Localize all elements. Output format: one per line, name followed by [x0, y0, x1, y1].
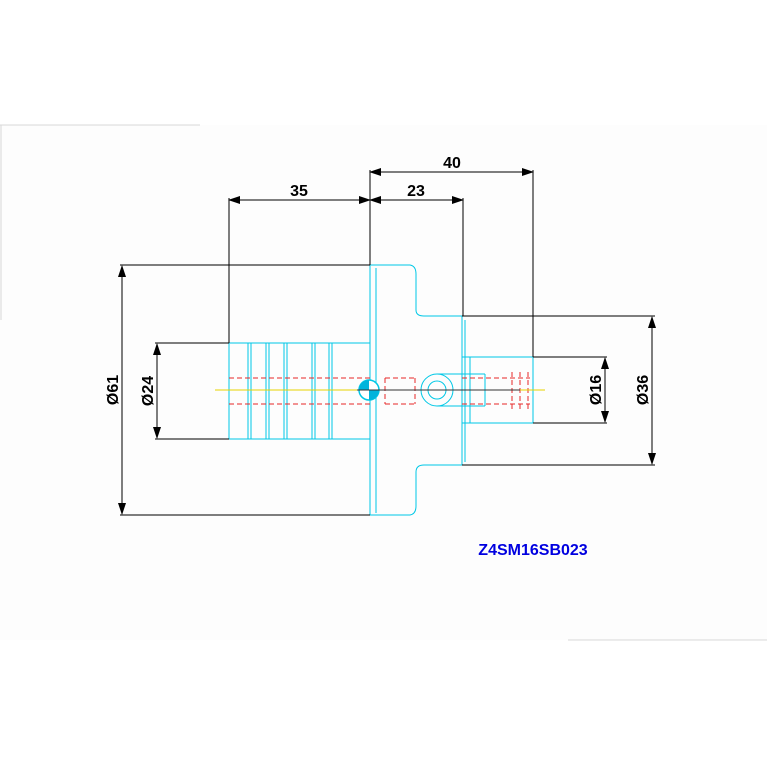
dim-35-label: 35 — [290, 183, 308, 200]
flange — [369, 264, 462, 516]
part-number-label: Z4SM16SB023 — [478, 542, 587, 559]
dim-40-label: 40 — [443, 155, 461, 172]
dim-dia24-label: Ø24 — [140, 376, 157, 406]
drawing-sheet — [0, 125, 767, 640]
dim-dia61-label: Ø61 — [105, 375, 122, 405]
dim-23-label: 23 — [407, 183, 425, 200]
hidden-bore-lines — [229, 372, 530, 410]
dimension-lines — [118, 168, 656, 516]
shank-grooves — [247, 343, 333, 439]
dim-dia36-label: Ø36 — [635, 375, 652, 405]
reference-point-icon — [357, 379, 381, 401]
dim-dia16-label: Ø16 — [588, 375, 605, 405]
